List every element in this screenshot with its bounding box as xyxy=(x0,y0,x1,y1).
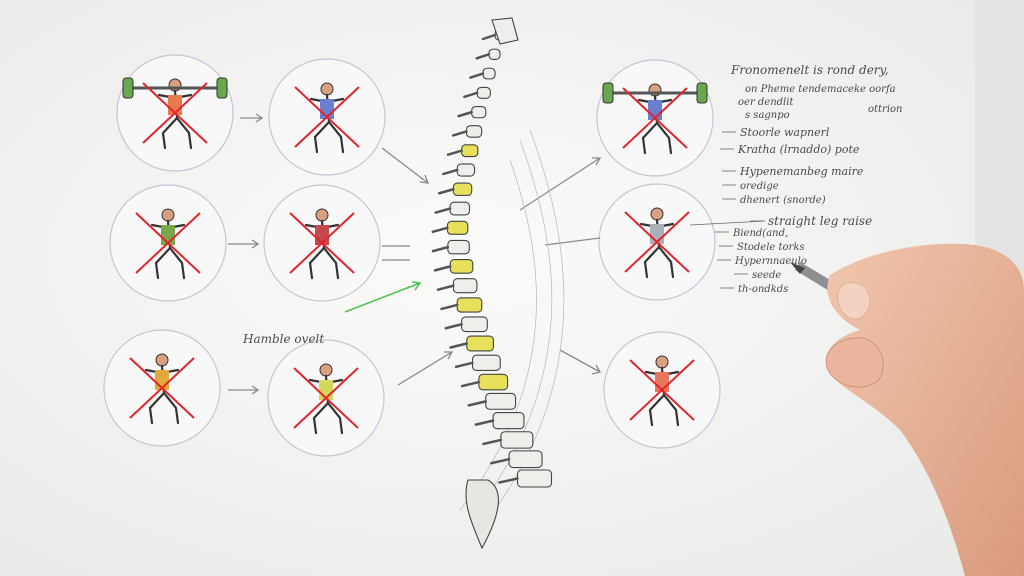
arrow-icon xyxy=(228,239,260,249)
cross-out-icon xyxy=(622,87,688,149)
side-scribble: ottrion xyxy=(868,104,903,115)
arrow-icon xyxy=(397,351,454,386)
vertebra xyxy=(454,354,501,371)
note-line: Biend(and, xyxy=(732,228,788,239)
vertebra xyxy=(433,259,474,274)
left-label: Hamble ovelt xyxy=(242,332,324,346)
cross-out-icon xyxy=(294,86,360,148)
arrow-icon xyxy=(381,147,429,184)
vertebra xyxy=(431,239,470,255)
arrow-icon xyxy=(228,385,260,395)
exercise-8 xyxy=(598,183,716,301)
vertebra xyxy=(436,278,478,294)
note-line: Stoorle wapnerl xyxy=(740,126,830,139)
exercise-7 xyxy=(596,59,714,177)
exercise-6 xyxy=(267,339,385,457)
note-line: th-ondkds xyxy=(738,284,788,295)
arrow-icon xyxy=(382,245,410,261)
vertebra xyxy=(434,201,471,216)
cross-out-icon xyxy=(624,211,690,273)
fingernail xyxy=(837,282,871,320)
note-line: on Pheme tendemaceke oorfa xyxy=(745,84,896,95)
vertebra xyxy=(460,373,509,391)
spine-illustration xyxy=(431,17,553,550)
arrow-icon xyxy=(519,157,602,211)
vertebra xyxy=(490,450,543,469)
exercise-grid xyxy=(103,54,721,457)
vertebra xyxy=(498,469,553,488)
cross-out-icon xyxy=(129,357,195,419)
vertebra xyxy=(474,412,525,430)
note-leader xyxy=(689,220,766,226)
note-line: Stodele torks xyxy=(737,242,805,253)
vertebra xyxy=(475,48,501,60)
vertebra xyxy=(457,105,487,119)
note-line: s sagnpo xyxy=(745,110,790,121)
note-line: Hypenemanbeg maire xyxy=(739,165,864,178)
arrow-icon xyxy=(559,349,601,375)
vertebra xyxy=(482,431,534,449)
vertebra xyxy=(438,182,473,197)
vertebra xyxy=(449,335,494,352)
cross-out-icon xyxy=(135,212,201,274)
exercise-5 xyxy=(103,329,221,447)
vertebra xyxy=(467,392,517,410)
arrow-icon xyxy=(240,113,264,123)
cross-out-icon xyxy=(289,212,355,274)
vertebra xyxy=(440,297,483,313)
note-line: Hypernnaeulo xyxy=(734,256,807,267)
exercise-1 xyxy=(116,54,234,172)
vertebra xyxy=(463,86,491,99)
exercise-3 xyxy=(109,184,227,302)
note-line: straight leg raise xyxy=(768,214,872,228)
exercise-9 xyxy=(603,331,721,449)
note-line: oer dendlit xyxy=(738,97,794,108)
note-line: oredige xyxy=(740,181,779,192)
hand-holding-pen xyxy=(790,243,1024,576)
cross-out-icon xyxy=(293,367,359,429)
skull-base xyxy=(491,17,519,45)
barbell-squat-icon xyxy=(122,77,228,150)
vertebra xyxy=(442,163,476,177)
arrow-icon xyxy=(544,237,601,246)
handwritten-notes: Fronomenelt is rond dery, on Pheme tendem… xyxy=(689,63,896,295)
green-arrow-icon xyxy=(344,281,422,313)
note-line: Kratha (lrnaddo) pote xyxy=(737,143,860,156)
vertebra xyxy=(446,144,479,158)
note-line: dhenert (snorde) xyxy=(740,195,826,206)
vertebra xyxy=(469,67,496,80)
exercise-4 xyxy=(263,184,381,302)
note-line: Fronomenelt is rond dery, xyxy=(730,63,889,77)
note-line: seede xyxy=(752,270,781,281)
arrows xyxy=(228,113,602,395)
exercise-2 xyxy=(268,58,386,176)
vertebra xyxy=(451,125,483,138)
cross-out-icon xyxy=(142,82,208,144)
vertebra xyxy=(444,316,488,333)
cross-out-icon xyxy=(629,359,695,421)
vertebra xyxy=(431,220,469,235)
sacrum xyxy=(465,479,499,550)
